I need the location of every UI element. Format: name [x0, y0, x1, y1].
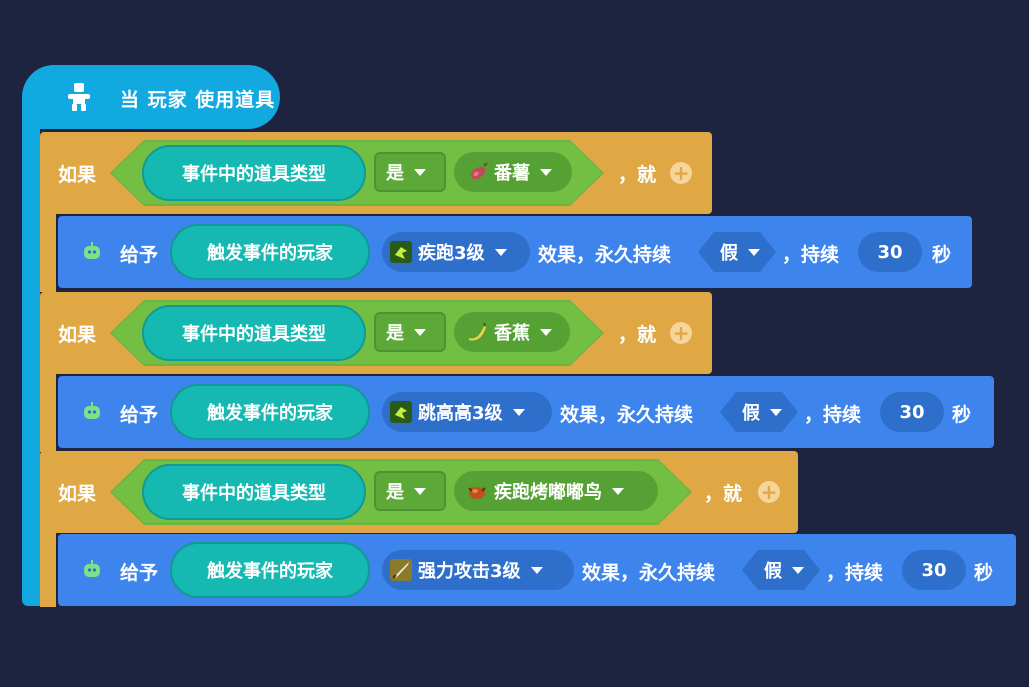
chevron-down-icon [530, 566, 543, 574]
event-title: 当 玩家 使用道具 [120, 89, 276, 111]
if-block-1-spine [40, 212, 56, 292]
permanent-value: 假 [764, 561, 782, 582]
duration-input[interactable]: 30 [902, 550, 966, 590]
trigger-player-reporter[interactable]: 触发事件的玩家 [170, 542, 370, 598]
item-dropdown[interactable]: 疾跑烤嘟嘟鸟 [454, 471, 658, 511]
duration-label: ，持续 [804, 404, 862, 426]
event-item-type-reporter[interactable]: 事件中的道具类型 [142, 305, 366, 361]
robot-icon [84, 242, 100, 259]
then-label: ，就 [618, 324, 657, 346]
event-item-type-reporter[interactable]: 事件中的道具类型 [142, 464, 366, 520]
robot-icon [84, 402, 100, 419]
effect-value: 跳高高3级 [418, 403, 503, 424]
operator-dropdown[interactable]: 是 [374, 471, 446, 511]
sweet-potato-icon [470, 162, 488, 180]
jump-icon [390, 401, 412, 423]
chevron-down-icon [612, 487, 624, 495]
event-hat-block[interactable]: 当 玩家 使用道具 [22, 65, 280, 129]
if-block-2[interactable]: 如果 事件中的道具类型 是 香蕉 ，就 + [40, 292, 712, 374]
give-label: 给予 [120, 404, 159, 426]
operator-value: 是 [386, 163, 404, 184]
chevron-down-icon [512, 408, 525, 416]
sprint-icon [390, 241, 412, 263]
chevron-down-icon [414, 328, 426, 336]
operator-value: 是 [386, 482, 404, 503]
effect-dropdown[interactable]: 疾跑3级 [382, 232, 530, 272]
give-effect-block-2[interactable]: 给予 触发事件的玩家 跳高高3级 效果，永久持续 假 ，持续 30 秒 [58, 376, 994, 448]
if-block-3[interactable]: 如果 事件中的道具类型 是 疾跑烤嘟嘟鸟 ，就 + [40, 451, 798, 533]
effect-dropdown[interactable]: 强力攻击3级 [382, 550, 574, 590]
give-label: 给予 [120, 562, 159, 584]
item-value: 疾跑烤嘟嘟鸟 [494, 482, 602, 503]
trigger-player-reporter[interactable]: 触发事件的玩家 [170, 224, 370, 280]
permanent-dropdown[interactable]: 假 [698, 232, 776, 272]
item-dropdown[interactable]: 番薯 [454, 152, 572, 192]
duration-input[interactable]: 30 [858, 232, 922, 272]
effect-value: 强力攻击3级 [418, 561, 521, 582]
add-branch-button[interactable]: + [670, 322, 692, 344]
permanent-dropdown[interactable]: 假 [742, 550, 820, 590]
give-effect-block-3[interactable]: 给予 触发事件的玩家 强力攻击3级 效果，永久持续 假 ，持续 30 秒 [58, 534, 1016, 606]
add-branch-button[interactable]: + [670, 162, 692, 184]
event-item-type-reporter[interactable]: 事件中的道具类型 [142, 145, 366, 201]
item-value: 香蕉 [494, 323, 530, 344]
then-label: ，就 [704, 483, 743, 505]
effect-dropdown[interactable]: 跳高高3级 [382, 392, 552, 432]
effect-permanent-text: 效果，永久持续 [538, 244, 672, 266]
if-block-3-spine [40, 531, 56, 607]
sword-icon [390, 559, 412, 581]
seconds-label: 秒 [974, 562, 994, 584]
chevron-down-icon [748, 249, 760, 256]
banana-icon [469, 322, 486, 341]
trigger-player-reporter[interactable]: 触发事件的玩家 [170, 384, 370, 440]
chevron-down-icon [540, 168, 552, 176]
chevron-down-icon [540, 328, 552, 336]
give-effect-block-1[interactable]: 给予 触发事件的玩家 疾跑3级 效果，永久持续 假 ，持续 30 秒 [58, 216, 972, 288]
item-dropdown[interactable]: 香蕉 [454, 312, 570, 352]
effect-permanent-text: 效果，永久持续 [582, 562, 716, 584]
if-block-1[interactable]: 如果 事件中的道具类型 是 番薯 ，就 + [40, 132, 712, 214]
operator-value: 是 [386, 323, 404, 344]
chevron-down-icon [414, 487, 426, 495]
duration-label: ，持续 [826, 562, 884, 584]
permanent-value: 假 [720, 243, 738, 264]
if-block-2-spine [40, 372, 56, 452]
event-block-spine [22, 120, 40, 606]
chevron-down-icon [770, 409, 782, 416]
chevron-down-icon [792, 567, 804, 574]
operator-dropdown[interactable]: 是 [374, 312, 446, 352]
seconds-label: 秒 [952, 404, 972, 426]
item-value: 番薯 [494, 163, 530, 184]
if-label: 如果 [58, 324, 97, 346]
add-branch-button[interactable]: + [758, 481, 780, 503]
permanent-value: 假 [742, 403, 760, 424]
give-label: 给予 [120, 244, 159, 266]
robot-icon [84, 560, 100, 577]
seconds-label: 秒 [932, 244, 952, 266]
permanent-dropdown[interactable]: 假 [720, 392, 798, 432]
if-label: 如果 [58, 483, 97, 505]
effect-permanent-text: 效果，永久持续 [560, 404, 694, 426]
player-icon [68, 83, 90, 111]
then-label: ，就 [618, 164, 657, 186]
duration-input[interactable]: 30 [880, 392, 944, 432]
chevron-down-icon [414, 168, 426, 176]
if-label: 如果 [58, 164, 97, 186]
chevron-down-icon [494, 248, 507, 256]
effect-value: 疾跑3级 [418, 243, 485, 264]
roast-bird-icon [468, 487, 486, 499]
operator-dropdown[interactable]: 是 [374, 152, 446, 192]
duration-label: ，持续 [782, 244, 840, 266]
